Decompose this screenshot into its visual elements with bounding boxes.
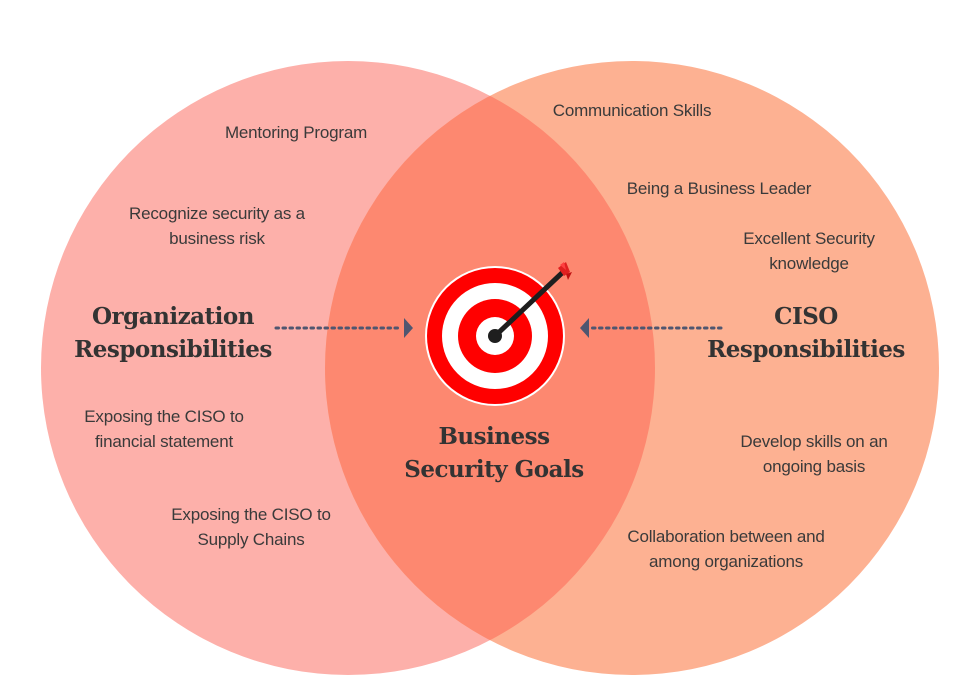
business-security-goals-title: Business Security Goals [404,420,584,486]
item-text: among organizations [648,552,804,571]
item-text: Communication Skills [552,101,712,120]
title-line: Security Goals [404,456,584,483]
title-line: Business [438,423,550,450]
item-text: Exposing the CISO to [171,505,331,524]
item-text: Collaboration between and [627,527,825,546]
right-item-communication: Communication Skills [553,98,712,123]
left-item-mentoring: Mentoring Program [225,120,367,145]
item-text: Recognize security as a [129,204,305,223]
organization-responsibilities-title: Organization Responsibilities [74,300,272,366]
right-item-collaboration: Collaboration between and among organizat… [627,524,824,574]
right-dotted-arrow [580,318,723,338]
item-text: Supply Chains [197,530,305,549]
right-item-business-leader: Being a Business Leader [626,176,812,201]
left-item-supply-chains: Exposing the CISO to Supply Chains [171,502,331,552]
target-icon [425,262,572,406]
item-text: Being a Business Leader [626,179,812,198]
item-text: Mentoring Program [224,123,368,142]
right-item-develop-skills: Develop skills on an ongoing basis [740,429,887,479]
left-item-financial: Exposing the CISO to financial statement [84,404,244,454]
title-line: Organization [91,303,254,330]
left-dotted-arrow [274,318,413,338]
item-text: Exposing the CISO to [84,407,244,426]
title-line: CISO [774,303,838,330]
ciso-responsibilities-title: CISO Responsibilities [707,300,905,366]
item-text: financial statement [95,432,233,451]
right-item-security-knowledge: Excellent Security knowledge [743,226,875,276]
item-text: knowledge [769,254,849,273]
item-text: business risk [169,229,265,248]
left-item-recognize-risk: Recognize security as a business risk [129,201,305,251]
title-line: Responsibilities [74,336,272,363]
title-line: Responsibilities [707,336,905,363]
item-text: ongoing basis [762,457,866,476]
item-text: Develop skills on an [740,432,888,451]
overlap-region [325,61,655,675]
item-text: Excellent Security [743,229,875,248]
